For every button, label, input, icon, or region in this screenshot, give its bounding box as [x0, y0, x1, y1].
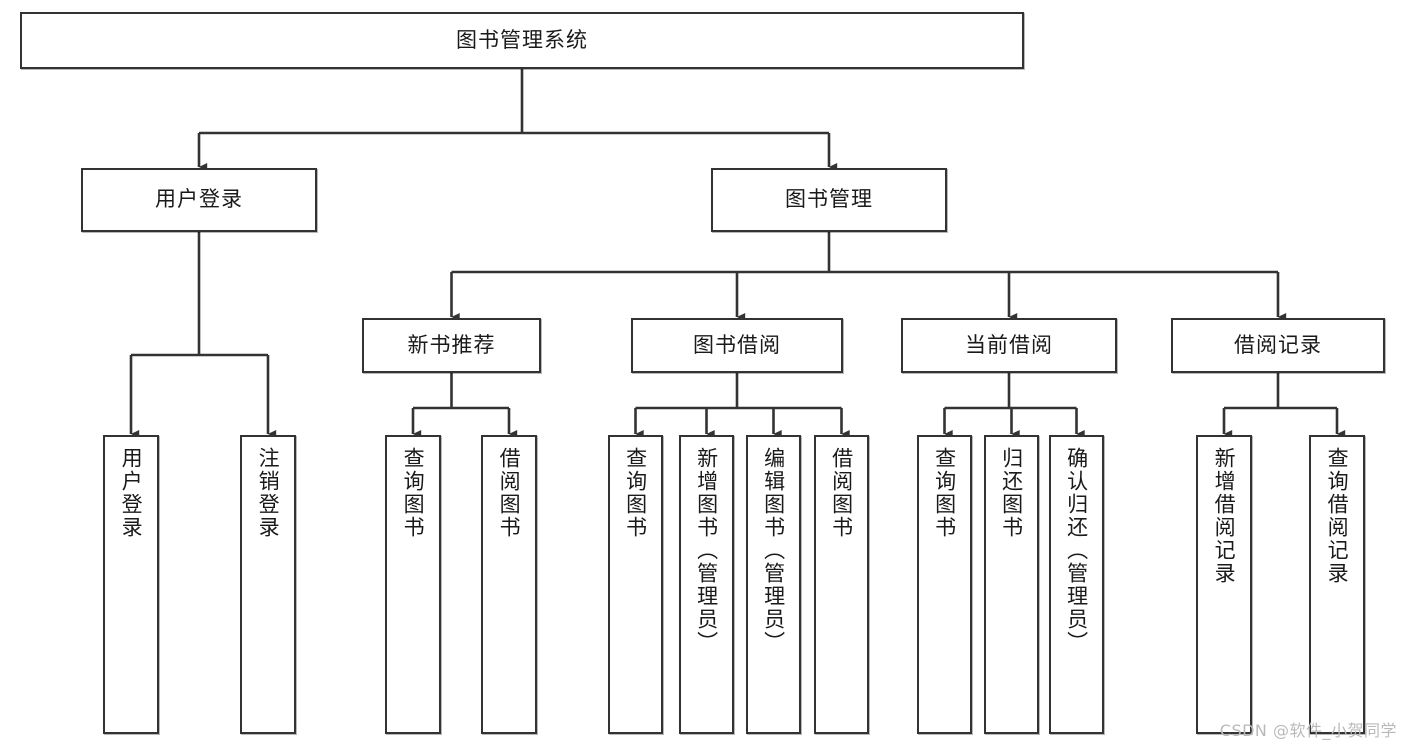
- node-leaf-borrow-book-2-label: 借阅图书: [829, 447, 854, 539]
- node-book-manage[interactable]: 图书管理: [711, 168, 947, 232]
- node-leaf-query-book-1[interactable]: 查询图书: [385, 435, 441, 734]
- node-leaf-user-login-label: 用户登录: [119, 447, 144, 539]
- watermark-text: CSDN @软件_小贺同学: [1219, 721, 1397, 740]
- node-new-book-recommend-label: 新书推荐: [407, 332, 496, 357]
- node-leaf-user-login[interactable]: 用户登录: [103, 435, 159, 734]
- node-leaf-user-logout[interactable]: 注销登录: [240, 435, 296, 734]
- node-leaf-return-book-label: 归还图书: [999, 447, 1024, 539]
- node-leaf-return-book[interactable]: 归还图书: [984, 435, 1039, 734]
- node-user-login-label: 用户登录: [155, 187, 243, 212]
- node-leaf-user-logout-label: 注销登录: [256, 447, 281, 539]
- node-leaf-query-record[interactable]: 查询借阅记录: [1309, 435, 1365, 734]
- node-new-book-recommend[interactable]: 新书推荐: [362, 318, 541, 373]
- node-leaf-add-book-label: 新增图书（管理员）: [694, 447, 719, 654]
- node-leaf-borrow-book-1[interactable]: 借阅图书: [481, 435, 537, 734]
- node-user-login[interactable]: 用户登录: [81, 168, 317, 232]
- node-leaf-edit-book-label: 编辑图书（管理员）: [761, 447, 786, 654]
- node-book-borrow[interactable]: 图书借阅: [631, 318, 843, 373]
- node-leaf-query-book-2[interactable]: 查询图书: [608, 435, 663, 734]
- node-book-manage-label: 图书管理: [785, 187, 873, 212]
- node-leaf-query-book-1-label: 查询图书: [401, 447, 426, 539]
- node-leaf-query-book-2-label: 查询图书: [623, 447, 648, 539]
- node-leaf-add-record-label: 新增借阅记录: [1212, 447, 1237, 585]
- node-leaf-add-book[interactable]: 新增图书（管理员）: [679, 435, 734, 734]
- node-leaf-query-record-label: 查询借阅记录: [1325, 447, 1350, 585]
- node-leaf-borrow-book-1-label: 借阅图书: [497, 447, 522, 539]
- node-borrow-record-label: 借阅记录: [1234, 332, 1322, 357]
- node-current-borrow-label: 当前借阅: [965, 332, 1053, 357]
- node-leaf-confirm-return-label: 确认归还（管理员）: [1064, 447, 1089, 654]
- node-leaf-query-book-3[interactable]: 查询图书: [917, 435, 972, 734]
- node-leaf-edit-book[interactable]: 编辑图书（管理员）: [746, 435, 801, 734]
- node-leaf-confirm-return[interactable]: 确认归还（管理员）: [1049, 435, 1104, 734]
- node-book-borrow-label: 图书借阅: [693, 332, 781, 357]
- node-leaf-query-book-3-label: 查询图书: [932, 447, 957, 539]
- node-borrow-record[interactable]: 借阅记录: [1171, 318, 1385, 373]
- node-leaf-add-record[interactable]: 新增借阅记录: [1196, 435, 1252, 734]
- connector-lines: [129, 69, 1346, 439]
- node-current-borrow[interactable]: 当前借阅: [901, 318, 1117, 373]
- node-leaf-borrow-book-2[interactable]: 借阅图书: [814, 435, 869, 734]
- node-root[interactable]: 图书管理系统: [20, 12, 1024, 69]
- node-root-label: 图书管理系统: [456, 27, 588, 52]
